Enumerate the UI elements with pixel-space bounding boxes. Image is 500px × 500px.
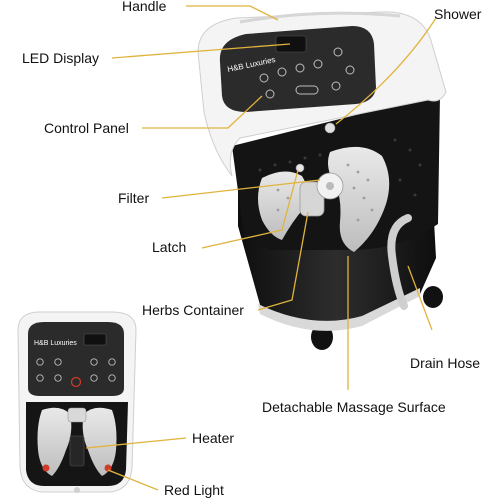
inset-control-panel (28, 322, 124, 396)
inset-pad-right (82, 407, 117, 476)
leader-shower (335, 17, 437, 125)
inset-filter (67, 407, 87, 423)
inset-led-display (83, 333, 107, 346)
filter-center (326, 182, 334, 190)
leader-latch (201, 169, 299, 249)
leader-led-display (111, 43, 291, 59)
main-foot-spa: H&B Luxuries (197, 11, 447, 350)
label-filter: Filter (118, 190, 149, 206)
label-handle: Handle (122, 0, 167, 14)
bottom-trim (258, 288, 420, 331)
label-herbs-container: Herbs Container (142, 302, 244, 318)
label-drain-hose: Drain Hose (410, 355, 480, 371)
wheel (423, 286, 443, 308)
panel-button[interactable] (265, 89, 275, 99)
control-panel (219, 26, 376, 112)
leader-handle (186, 5, 279, 21)
massage-dots (276, 163, 374, 222)
led-display (275, 35, 307, 53)
inset-panel-buttons (36, 358, 116, 382)
panel-button[interactable] (331, 81, 341, 91)
panel-button[interactable] (277, 67, 287, 77)
inset-red-light-left (42, 464, 50, 472)
label-massage-surface: Detachable Massage Surface (262, 399, 446, 415)
callout-labels: Handle Shower LED Display Control Panel … (22, 0, 482, 498)
panel-buttons (259, 47, 355, 99)
inset-brand-text: H&B Luxuries (34, 340, 77, 347)
panel-button[interactable] (333, 47, 343, 57)
leader-lines (85, 5, 437, 491)
label-led-display: LED Display (22, 50, 99, 66)
inset-pad-left (37, 407, 72, 476)
leader-heater (85, 437, 187, 449)
label-shower: Shower (434, 6, 482, 22)
inset-red-light-right (104, 464, 112, 472)
label-latch: Latch (152, 239, 186, 255)
label-red-light: Red Light (164, 482, 224, 498)
handle (239, 11, 401, 24)
leader-filter (161, 179, 321, 199)
massage-pad-right (328, 146, 390, 252)
panel-button[interactable] (345, 65, 355, 75)
leader-drain-hose (407, 265, 433, 331)
leader-control-panel (142, 95, 263, 129)
panel-button[interactable] (313, 59, 323, 69)
massage-pad-left (258, 171, 308, 240)
inset-heater (69, 435, 85, 467)
panel-button[interactable] (259, 73, 269, 83)
inset-foot-spa: H&B Luxuries (17, 311, 137, 493)
power-button[interactable] (295, 85, 319, 95)
inset-drain (74, 487, 80, 493)
drain-hose (387, 214, 412, 310)
panel-button[interactable] (295, 63, 305, 73)
leader-red-light (107, 469, 159, 491)
shower-outlet (324, 122, 336, 134)
label-control-panel: Control Panel (44, 120, 129, 136)
label-heater: Heater (192, 430, 234, 446)
leader-herbs-container (257, 211, 309, 311)
inset-power-button[interactable] (70, 376, 82, 388)
